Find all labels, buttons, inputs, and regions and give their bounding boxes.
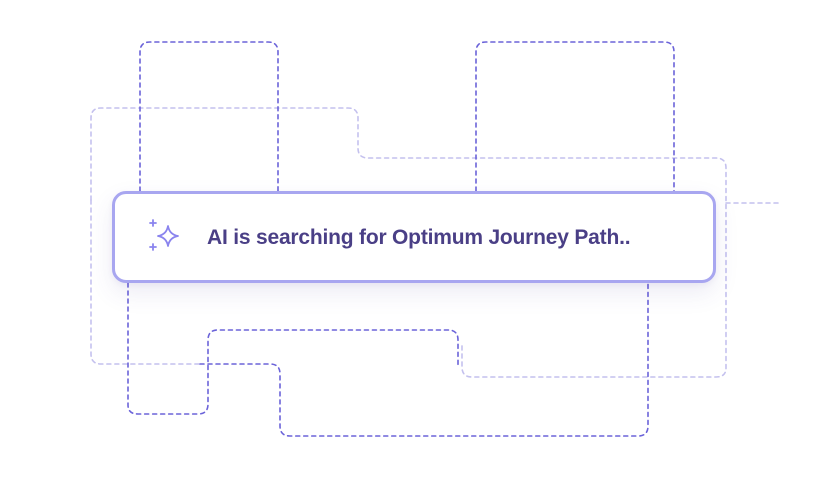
path-light-bottom [90,199,201,365]
sparkle-icon [146,218,184,256]
path-light-left [90,107,727,378]
path-dark-bottom-main [199,282,649,437]
ai-search-status-card [112,191,716,283]
status-message: AI is searching for Optimum Journey Path… [207,226,631,249]
path-dark-right-loop [475,41,675,192]
path-dark-left-loop [139,41,279,192]
path-dark-bottom-left [127,282,459,415]
